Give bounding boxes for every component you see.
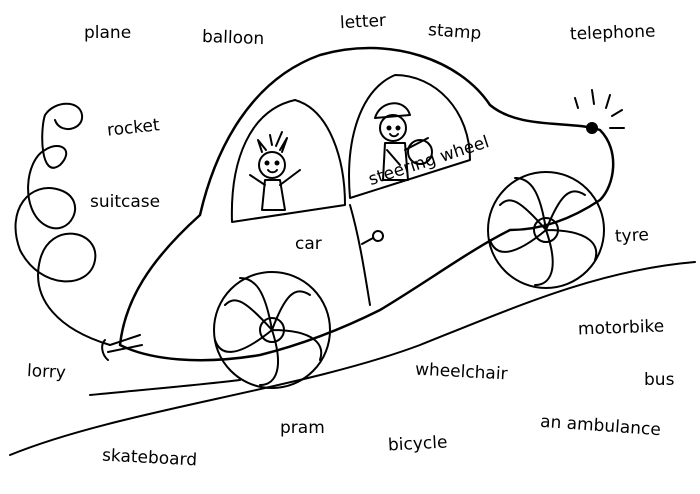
- car-rear-wheel: [213, 271, 331, 389]
- word-motorbike: motorbike: [577, 316, 665, 340]
- word-telephone: telephone: [569, 21, 656, 45]
- car-headlight: [586, 122, 598, 134]
- car-body: [118, 46, 615, 362]
- car-window-right: [348, 74, 471, 199]
- word-suitcase: suitcase: [90, 192, 161, 212]
- word-letter: letter: [339, 10, 387, 34]
- car-door-line: [349, 204, 371, 306]
- car-door-handle: [372, 230, 384, 242]
- word-bus: bus: [644, 370, 675, 390]
- word-pram: pram: [280, 418, 325, 438]
- word-car: car: [295, 234, 322, 254]
- word-bicycle: bicycle: [387, 432, 448, 456]
- word-stamp: stamp: [427, 20, 482, 44]
- word-balloon: balloon: [201, 26, 265, 50]
- word-wheelchair: wheelchair: [414, 359, 509, 385]
- road-line-lower: [89, 379, 241, 396]
- car-front-wheel: [487, 171, 605, 289]
- exhaust-smoke: [14, 102, 111, 346]
- car-window-left: [230, 99, 346, 223]
- word-tyre: tyre: [614, 225, 650, 247]
- child-figure: [249, 131, 301, 211]
- word-lorry: lorry: [26, 360, 67, 384]
- road-line: [9, 261, 696, 456]
- word-plane: plane: [84, 23, 132, 43]
- word-skateboard: skateboard: [101, 445, 198, 471]
- exhaust-pipe: [101, 334, 143, 361]
- driver-figure: [374, 102, 433, 181]
